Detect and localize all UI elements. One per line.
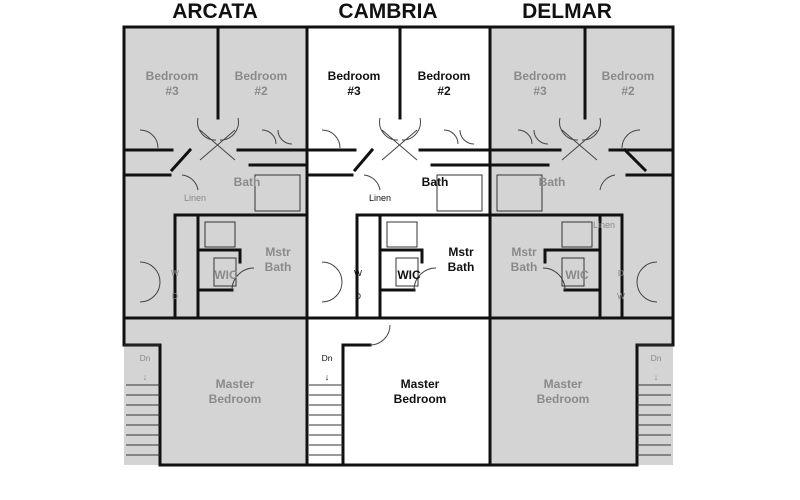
delmar-master-label-2: Bedroom [537, 392, 590, 406]
arcata-floor-fill [124, 27, 307, 465]
delmar-stairs-label: Dn [651, 353, 662, 363]
delmar-bedroom3-label: Bedroom [514, 69, 567, 83]
unit-title-cambria: CAMBRIA [338, 0, 437, 23]
delmar-wic-label: WIC [565, 268, 589, 282]
unit-title-delmar: DELMAR [522, 0, 612, 23]
delmar-stairs-arrow-icon: ↓ [654, 372, 659, 382]
cambria-master-label-2: Bedroom [394, 392, 447, 406]
cambria-bedroom3-label: Bedroom [328, 69, 381, 83]
delmar-mstr-bath-label-2: Bath [511, 260, 538, 274]
cambria-wic-label: WIC [397, 268, 421, 282]
cambria-master-label: Master [401, 377, 440, 391]
cambria-mstr-bath-label: Mstr [448, 245, 474, 259]
arcata-mstr-bath-label-2: Bath [265, 260, 292, 274]
arcata-mstr-bath-label: Mstr [265, 245, 291, 259]
arcata-linen-label: Linen [184, 193, 206, 203]
delmar-bedroom2-number: #2 [621, 84, 635, 98]
cambria-linen-label: Linen [369, 193, 391, 203]
cambria-mstr-bath-label-2: Bath [448, 260, 475, 274]
arcata-bedroom2-number: #2 [254, 84, 268, 98]
arcata-washer-label: W [171, 268, 179, 278]
delmar-floor-fill [490, 27, 673, 465]
unit-delmar: Bedroom #3 Bedroom #2 Bath Linen Mstr Ba… [488, 25, 675, 467]
arcata-bedroom3-label: Bedroom [146, 69, 199, 83]
arcata-wic-label: WIC [214, 268, 238, 282]
cambria-bath-label: Bath [422, 175, 449, 189]
arcata-bedroom2-label: Bedroom [235, 69, 288, 83]
arcata-master-label-2: Bedroom [209, 392, 262, 406]
arcata-stairs-label: Dn [140, 353, 151, 363]
delmar-mstr-bath-label: Mstr [511, 245, 537, 259]
arcata-bedroom3-number: #3 [165, 84, 179, 98]
delmar-bedroom3-number: #3 [533, 84, 547, 98]
unit-cambria: Bedroom #3 Bedroom #2 Bath Linen Mstr Ba… [305, 25, 492, 467]
cambria-bedroom2-number: #2 [437, 84, 451, 98]
delmar-linen-label: Linen [593, 220, 615, 230]
delmar-bedroom2-label: Bedroom [602, 69, 655, 83]
cambria-stairs-label: Dn [322, 353, 333, 363]
arcata-dryer-label: D [172, 291, 178, 301]
arcata-stairs-arrow-icon: ↓ [143, 372, 148, 382]
delmar-washer-bottom-label: W [617, 291, 625, 301]
cambria-bedroom2-label: Bedroom [418, 69, 471, 83]
cambria-stairs-arrow-icon: ↓ [325, 372, 330, 382]
delmar-dryer-top-label: D [618, 268, 624, 278]
arcata-master-label: Master [216, 377, 255, 391]
delmar-master-label: Master [544, 377, 583, 391]
cambria-bedroom3-number: #3 [347, 84, 361, 98]
arcata-bath-label: Bath [234, 175, 261, 189]
cambria-washer-label: W [354, 268, 362, 278]
delmar-bath-label: Bath [539, 175, 566, 189]
cambria-dryer-label: D [355, 291, 361, 301]
unit-title-arcata: ARCATA [172, 0, 258, 23]
unit-arcata: Bedroom #3 Bedroom #2 Bath Linen Mstr Ba… [122, 25, 309, 467]
